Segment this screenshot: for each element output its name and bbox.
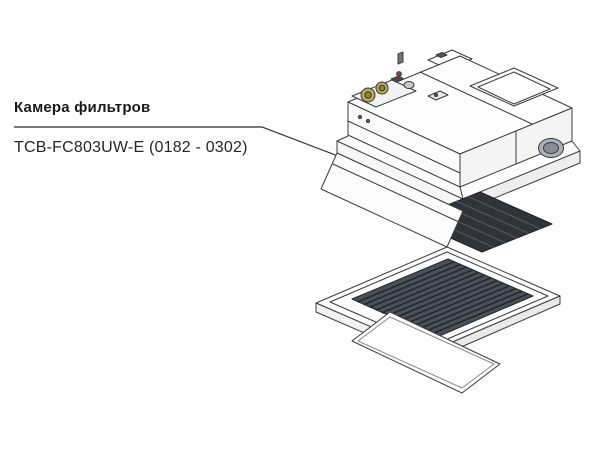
filter-flap [351,311,501,394]
duct-flange [538,138,564,158]
unit-front-seam [347,120,461,174]
filter-chamber-drawing [315,246,561,394]
valve-b-core [378,84,386,92]
valve-handle [396,71,402,77]
callout-label: Камера фильтров TCB-FC803UW-E (0182 - 03… [14,99,314,157]
underside-wedge-fold [332,163,460,223]
valve-union [403,81,415,89]
pipe-valves [351,71,417,108]
top-access-panel-inner [477,71,551,105]
front-screw-2 [365,118,371,124]
top-rear-chip2 [435,52,448,58]
bottom-opening-slats [421,196,541,248]
main-unit-drawing [320,49,581,253]
filter-grille-slats [357,260,528,336]
flange-joins [336,135,581,200]
callout-model: TCB-FC803UW-E (0182 - 0302) [14,139,248,156]
top-access-panel [469,67,559,107]
unit-top-seam [419,71,533,125]
top-rear-chip [397,51,404,65]
valve-a-core [364,91,372,99]
top-clamp-screw [433,92,439,98]
filter-flap-inner [357,316,495,389]
valve-fitting [390,75,405,83]
leader-line [14,126,339,157]
duct-flange-inner [543,142,559,154]
callout-title: Камера фильтров [14,99,151,116]
front-screw-1 [357,114,363,120]
